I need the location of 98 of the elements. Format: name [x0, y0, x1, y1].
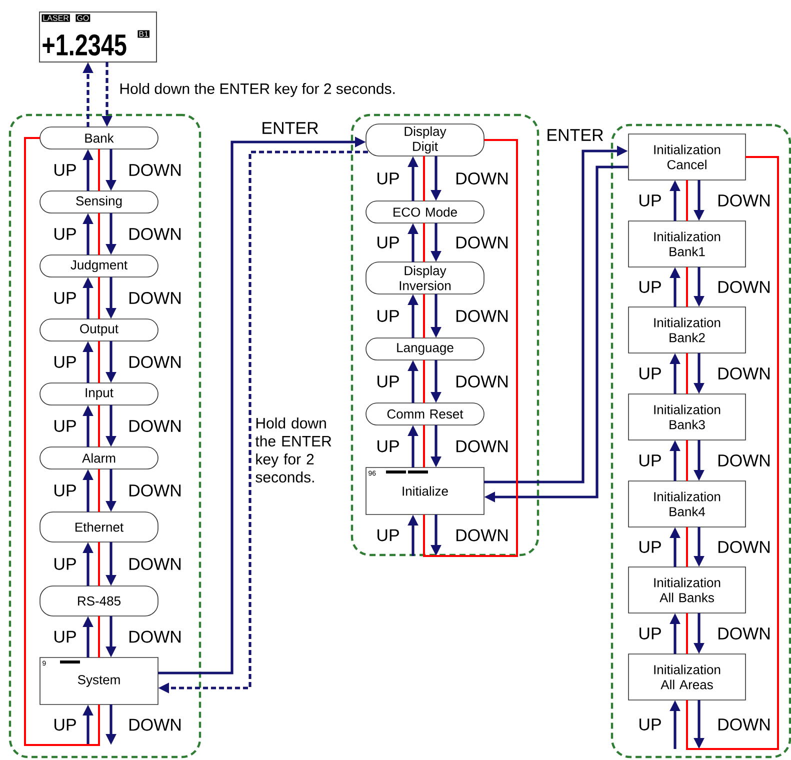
edge-label: DOWN — [716, 626, 772, 641]
menu-item: Language — [366, 338, 484, 360]
loop-line — [686, 156, 779, 750]
edge-label: DOWN — [716, 540, 772, 554]
loop-line — [686, 440, 688, 481]
menu-box: Initialization All Banks — [628, 566, 746, 614]
loop-line — [98, 469, 100, 512]
edge-label: UP — [52, 557, 78, 571]
loop-line — [423, 294, 425, 338]
loop-line — [686, 353, 688, 394]
loop-line — [423, 360, 425, 403]
menu-box: Initialization Cancel — [628, 134, 746, 180]
menu-item: RS-485 — [40, 586, 158, 616]
group-frame — [610, 124, 791, 758]
edge-label: DOWN — [454, 308, 510, 324]
edge-label: DOWN — [454, 235, 510, 250]
menu-item: Comm Reset — [366, 402, 484, 426]
edge-label: DOWN — [127, 354, 183, 370]
edge-label: UP — [52, 718, 78, 732]
edge-label: UP — [375, 172, 401, 186]
menu-item: Display Digit — [366, 124, 484, 156]
loop-line — [98, 277, 100, 319]
edge-label: ENTER — [545, 128, 605, 142]
edge-label: UP — [375, 528, 401, 542]
edge-label: DOWN — [127, 718, 183, 732]
loop-line — [98, 149, 100, 191]
loop-line — [98, 616, 100, 658]
edge-label: UP — [375, 439, 401, 454]
edge-label: DOWN — [127, 557, 183, 572]
edge-label: UP — [637, 366, 663, 380]
edge-label: UP — [637, 626, 663, 640]
loop-line — [423, 156, 425, 201]
edge-label: DOWN — [454, 439, 510, 454]
menu-item: Display Inversion — [366, 262, 484, 294]
edge-label: UP — [52, 291, 78, 305]
edge-label: UP — [637, 194, 663, 208]
loop-line — [686, 527, 688, 567]
edge-label: ENTER — [260, 121, 320, 135]
edge-label: DOWN — [454, 528, 510, 542]
edge-label: UP — [52, 163, 78, 177]
edge-label: UP — [52, 484, 78, 498]
edge-label: UP — [375, 236, 401, 250]
edge-label: DOWN — [127, 290, 183, 306]
menu-item: Bank — [40, 126, 158, 150]
menu-item: Alarm — [40, 446, 158, 470]
menu-box: Initialization Bank3 — [628, 394, 746, 440]
menu-box: Initialization Bank4 — [628, 480, 746, 528]
loop-line — [98, 542, 100, 586]
loop-line — [686, 180, 688, 221]
loop-line — [686, 613, 688, 654]
display-value: +1.2345 — [42, 34, 126, 56]
display-panel — [39, 12, 157, 62]
menu-box: Initialization Bank1 — [628, 220, 746, 268]
loop-line — [24, 137, 100, 746]
menu-item: ECO Mode — [366, 200, 484, 224]
loop-line — [98, 213, 100, 255]
edge-label: UP — [637, 540, 663, 554]
edge-label: UP — [375, 374, 401, 388]
edge-label: UP — [52, 355, 78, 369]
edge-label: DOWN — [454, 171, 510, 186]
edge-label: UP — [52, 419, 78, 433]
indicator-label: GO — [76, 14, 90, 22]
edge-label: UP — [52, 630, 78, 644]
edge-label: DOWN — [716, 366, 772, 381]
loop-line — [686, 267, 688, 307]
edge-label: UP — [637, 454, 663, 468]
indicator-label: LASER — [42, 14, 70, 22]
loop-line — [423, 223, 425, 262]
loop-line — [98, 341, 100, 383]
edge-label: DOWN — [716, 193, 772, 208]
menu-item: Output — [40, 318, 158, 342]
edge-label: DOWN — [716, 718, 772, 732]
menu-item: Sensing — [40, 190, 158, 214]
edge-label: DOWN — [127, 419, 183, 434]
edge-label: DOWN — [716, 280, 772, 294]
indicator-label: B1 — [138, 30, 150, 38]
edge-label: DOWN — [127, 226, 183, 242]
menu-item: Ethernet — [40, 512, 158, 542]
edge-label: UP — [637, 718, 663, 732]
edge-label: DOWN — [127, 630, 183, 644]
group-frame — [8, 114, 202, 758]
edge-label: UP — [637, 280, 663, 294]
menu-box: Initialization Bank2 — [628, 306, 746, 354]
edge-label: UP — [375, 309, 401, 323]
edge-label: DOWN — [127, 483, 183, 498]
edge-label: UP — [52, 227, 78, 241]
menu-item: Judgment — [40, 254, 158, 278]
loop-line — [423, 139, 518, 557]
edge-label: Hold down the ENTER key for 2 seconds. — [254, 416, 348, 484]
loop-line — [423, 425, 425, 468]
edge-label: DOWN — [127, 162, 183, 178]
group-frame — [350, 114, 540, 556]
edge-label: DOWN — [454, 374, 510, 389]
loop-line — [98, 405, 100, 447]
menu-item: Input — [40, 382, 158, 406]
edge-label: Hold down the ENTER key for 2 seconds. — [118, 82, 397, 98]
edge-label: DOWN — [716, 454, 772, 468]
menu-box: Initialization All Areas — [628, 654, 746, 700]
